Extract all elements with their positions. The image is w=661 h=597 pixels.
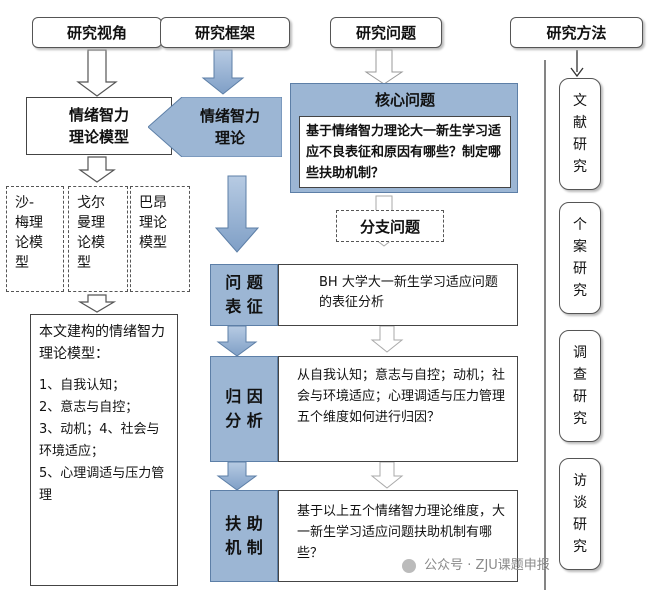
- arrow-detail1-down: [370, 325, 404, 353]
- method-survey-research: 调 查 研 究: [559, 330, 601, 442]
- step-attribution-analysis: 归 因 分 析: [210, 356, 278, 462]
- header-framework: 研究框架: [160, 17, 290, 48]
- submodel-goleman: 戈尔 曼理 论模 型: [68, 186, 128, 292]
- arrow-theory-down: [214, 175, 260, 253]
- core-question-title: 核心问题: [374, 90, 435, 109]
- emotional-intelligence-model-box: 情绪智力 理论模型: [26, 97, 172, 155]
- step-support-mechanism: 扶 助 机 制: [210, 490, 278, 582]
- constructed-model-box: 本文建构的情绪智力理论模型： 1、自我认知； 2、意志与自控； 3、动机；4、社…: [30, 314, 178, 586]
- arrow-detail2-down: [370, 461, 404, 489]
- theory-label: 情绪智力 理论: [199, 107, 260, 147]
- core-question-text: 基于情绪智力理论大一新生学习适应不良表征和原因有哪些？制定哪些扶助机制？: [299, 116, 511, 188]
- construct-item-4: 5、心理调适与压力管理: [39, 466, 165, 503]
- detail-support: 基于以上五个情绪智力理论维度，大一新生学习适应问题扶助机制有哪些？: [278, 490, 518, 582]
- header-method: 研究方法: [510, 17, 643, 48]
- method-interview-research: 访 谈 研 究: [559, 458, 601, 570]
- watermark-text: 公众号 · ZJU课题申报: [424, 558, 550, 573]
- constructed-model-intro: 本文建构的情绪智力理论模型：: [39, 324, 165, 362]
- construct-item-3: 3、动机；4、社会与环境适应；: [39, 422, 160, 459]
- header-perspective: 研究视角: [32, 17, 162, 48]
- arrow-submodel-down: [77, 294, 117, 313]
- arrow-step2-down: [216, 461, 258, 491]
- arrow-perspective-down: [76, 49, 118, 97]
- wechat-icon: [402, 558, 416, 573]
- submodel-bar-on: 巴昂 理论 模型: [130, 186, 190, 292]
- branch-question-title: 分支问题: [336, 210, 444, 242]
- arrow-framework-down: [201, 49, 245, 95]
- core-question-panel: 核心问题 基于情绪智力理论大一新生学习适应不良表征和原因有哪些？制定哪些扶助机制…: [290, 83, 518, 193]
- detail-attribution: 从自我认知；意志与自控；动机；社会与环境适应；心理调适与压力管理五个维度如何进行…: [278, 356, 518, 462]
- method-literature-research: 文 献 研 究: [559, 78, 601, 190]
- step-problem-representation: 问 题 表 征: [210, 264, 278, 326]
- theory-pentagon: 情绪智力 理论: [148, 97, 282, 157]
- submodel-salovey-mayer: 沙- 梅理 论模 型: [6, 186, 64, 292]
- watermark: 公众号 · ZJU课题申报: [402, 554, 642, 574]
- arrow-question-down: [364, 49, 404, 85]
- header-question: 研究问题: [330, 17, 442, 48]
- construct-item-1: 1、自我认知；: [39, 378, 126, 393]
- construct-item-2: 2、意志与自控；: [39, 400, 139, 415]
- arrow-step1-down: [216, 325, 258, 357]
- detail-representation: BH 大学大一新生学习适应问题的表征分析: [278, 264, 518, 326]
- method-case-study: 个 案 研 究: [559, 202, 601, 314]
- arrow-model-down: [78, 156, 116, 183]
